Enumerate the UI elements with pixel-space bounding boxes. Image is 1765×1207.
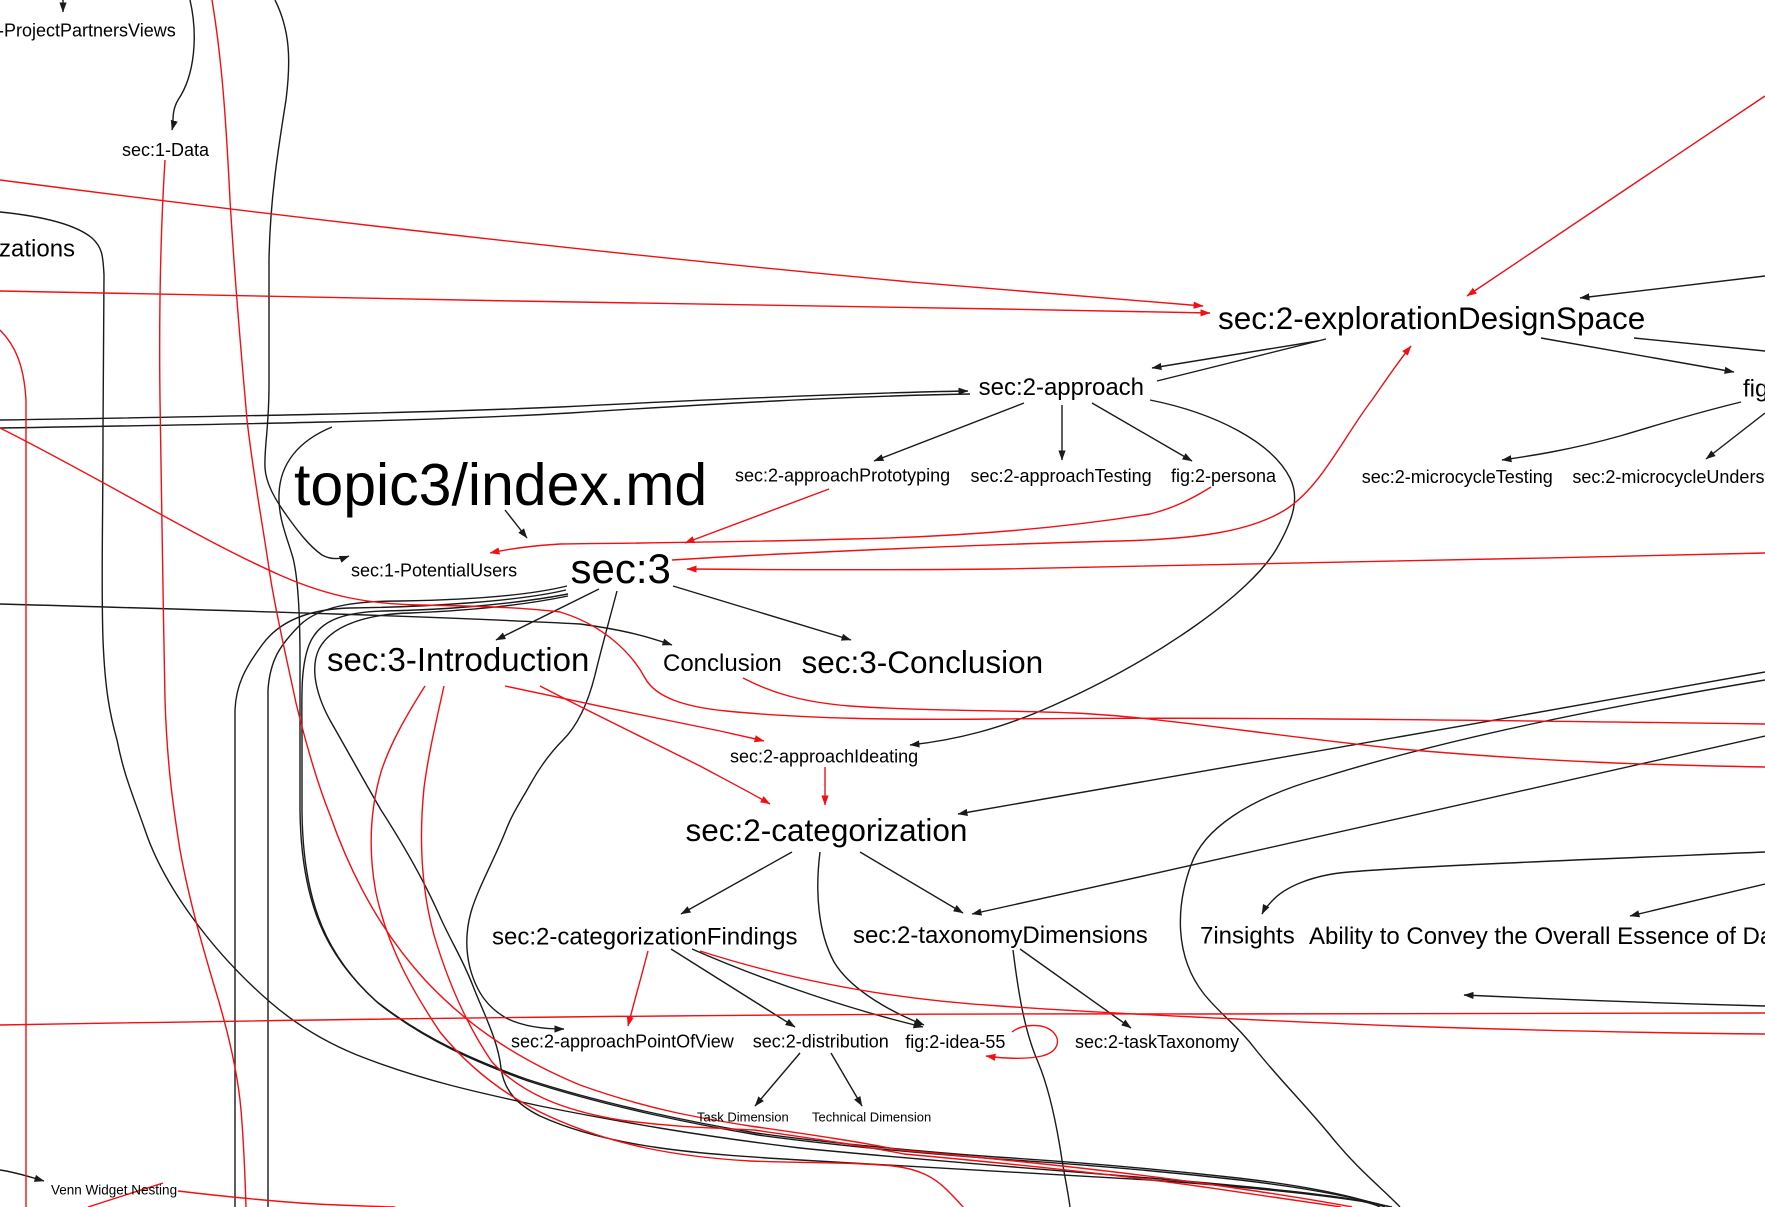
svg-text:sec:3-Introduction: sec:3-Introduction <box>327 641 589 678</box>
svg-text:zations: zations <box>0 236 75 263</box>
svg-text:sec:1-Data: sec:1-Data <box>122 140 210 160</box>
svg-text:sec:1-PotentialUsers: sec:1-PotentialUsers <box>351 561 517 581</box>
svg-text:sec:2-approachPrototyping: sec:2-approachPrototyping <box>735 466 950 486</box>
svg-text:sec:2-taxonomyDimensions: sec:2-taxonomyDimensions <box>853 922 1148 949</box>
svg-text:Technical Dimension: Technical Dimension <box>812 1109 931 1124</box>
svg-text:Conclusion: Conclusion <box>663 650 782 677</box>
svg-text:Ability to Convey the Overall: Ability to Convey the Overall Essence of… <box>1309 923 1765 950</box>
svg-text:sec:3-Conclusion: sec:3-Conclusion <box>802 644 1044 680</box>
svg-text:sec:2-taskTaxonomy: sec:2-taskTaxonomy <box>1075 1032 1239 1052</box>
svg-text:7insights: 7insights <box>1200 923 1295 950</box>
svg-text:sec:2-categorization: sec:2-categorization <box>686 812 968 848</box>
svg-text:sec:2-approach: sec:2-approach <box>979 374 1144 401</box>
svg-text:sec:2-categorizationFindings: sec:2-categorizationFindings <box>492 924 798 951</box>
svg-text:sec:2-approachTesting: sec:2-approachTesting <box>971 466 1152 486</box>
svg-text:sec:2-explorationDesignSpace: sec:2-explorationDesignSpace <box>1218 300 1645 336</box>
svg-text:topic3/index.md: topic3/index.md <box>294 452 707 518</box>
svg-text:sec:2-approachPointOfView: sec:2-approachPointOfView <box>511 1032 735 1052</box>
svg-text:fig:2-overview: fig:2-overview <box>1743 376 1765 403</box>
svg-text:Venn Widget Nesting: Venn Widget Nesting <box>51 1183 177 1198</box>
svg-text:fig:2-persona: fig:2-persona <box>1171 466 1277 486</box>
svg-text:sec:2-distribution: sec:2-distribution <box>753 1032 889 1052</box>
svg-text:Task Dimension: Task Dimension <box>697 1109 789 1124</box>
svg-text:sec:2-microcycleTesting: sec:2-microcycleTesting <box>1362 467 1553 487</box>
svg-text:sec:2-microcycleUnderstanding: sec:2-microcycleUnderstanding <box>1572 467 1765 487</box>
svg-text:sec:2-approachIdeating: sec:2-approachIdeating <box>730 747 918 767</box>
svg-text:fig:2-idea-55: fig:2-idea-55 <box>905 1032 1005 1052</box>
svg-text:sec:3: sec:3 <box>571 545 671 592</box>
svg-text:-ProjectPartnersViews: -ProjectPartnersViews <box>0 21 176 41</box>
